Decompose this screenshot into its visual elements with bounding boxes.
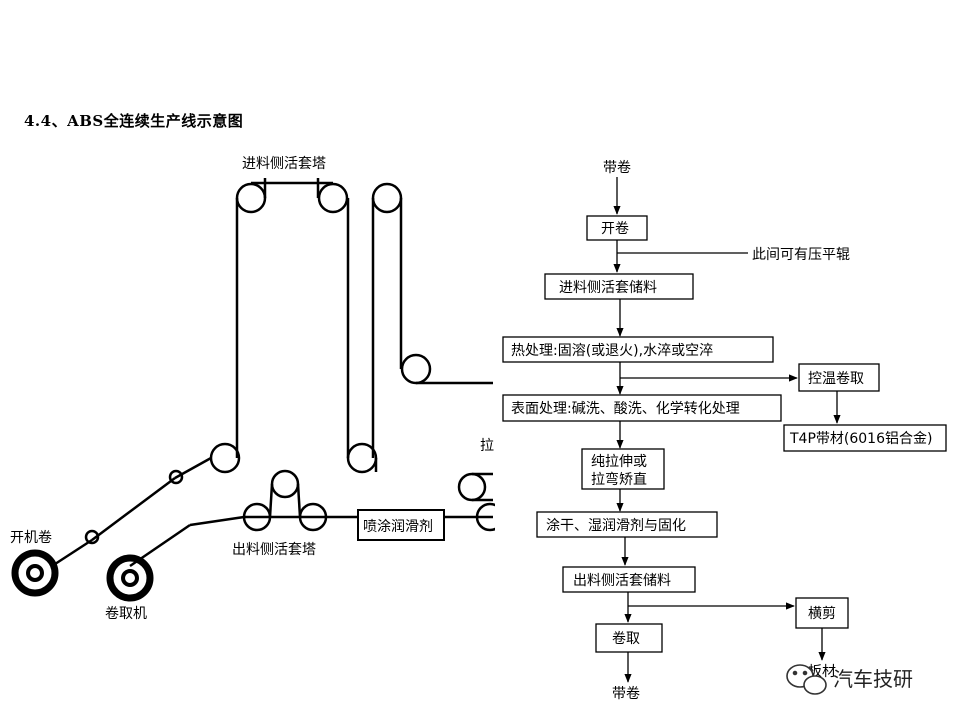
flow-entry-loop: 进料侧活套储料	[559, 280, 657, 296]
flow-tension-level-2: 拉弯矫直	[591, 471, 647, 488]
lubricant-spray-box	[357, 509, 445, 541]
flow-coat-cure: 涂干、湿润滑剂与固化	[546, 517, 686, 534]
flow-t4p: T4P带材(6016铝合金)	[789, 431, 932, 447]
flowchart	[502, 177, 947, 683]
page-title: 4.4、ABS全连续生产线示意图	[24, 112, 244, 130]
uncoil-box	[586, 215, 648, 241]
flow-heat-treatment: 热处理:固溶(或退火),水淬或空淬	[511, 343, 713, 359]
wechat-icon	[786, 664, 827, 695]
coat-cure-box	[536, 511, 718, 538]
lubricant-spray-label: 喷涂润滑剂	[363, 518, 433, 535]
flow-temp-coil: 控温卷取	[808, 371, 864, 387]
flow-surface-treatment: 表面处理:碱洗、酸洗、化学转化处理	[511, 401, 740, 417]
flow-end: 带卷	[612, 686, 640, 702]
recoil-box	[595, 623, 663, 653]
recoiler-label: 卷取机	[105, 606, 147, 622]
tension-level-box	[581, 448, 665, 490]
cross-cut-box	[795, 597, 849, 629]
flowchart-panel	[495, 140, 960, 720]
t4p-box	[783, 424, 947, 452]
flow-start: 带卷	[603, 160, 631, 176]
second-tower	[371, 182, 493, 458]
partial-label: 拉	[480, 438, 494, 454]
surface-treatment-box	[502, 394, 782, 422]
flow-recoil: 卷取	[612, 631, 640, 647]
flow-tension-level-1: 纯拉伸或	[591, 454, 647, 470]
entry-tower-label: 进料侧活套塔	[242, 156, 326, 172]
line-schematic	[11, 178, 505, 602]
flow-uncoil: 开卷	[601, 221, 629, 237]
entry-loop-box	[544, 273, 694, 300]
uncoiler	[11, 549, 59, 597]
recoiler	[106, 554, 154, 602]
exit-loop-box	[562, 566, 696, 593]
flow-exit-loop: 出料侧活套储料	[573, 573, 671, 589]
strip-path	[51, 456, 493, 568]
temp-coil-box	[798, 363, 880, 392]
flow-cross-cut: 横剪	[808, 606, 836, 622]
exit-looping-tower	[242, 469, 328, 532]
entry-looping-tower	[209, 178, 378, 474]
watermark: 汽车技研	[786, 664, 913, 695]
uncoiler-label: 开机卷	[10, 530, 52, 546]
exit-tower-label: 出料侧活套塔	[232, 542, 316, 558]
flow-side-note: 此间可有压平辊	[752, 247, 850, 263]
heat-treatment-box	[502, 336, 774, 363]
watermark-text: 汽车技研	[833, 667, 913, 691]
